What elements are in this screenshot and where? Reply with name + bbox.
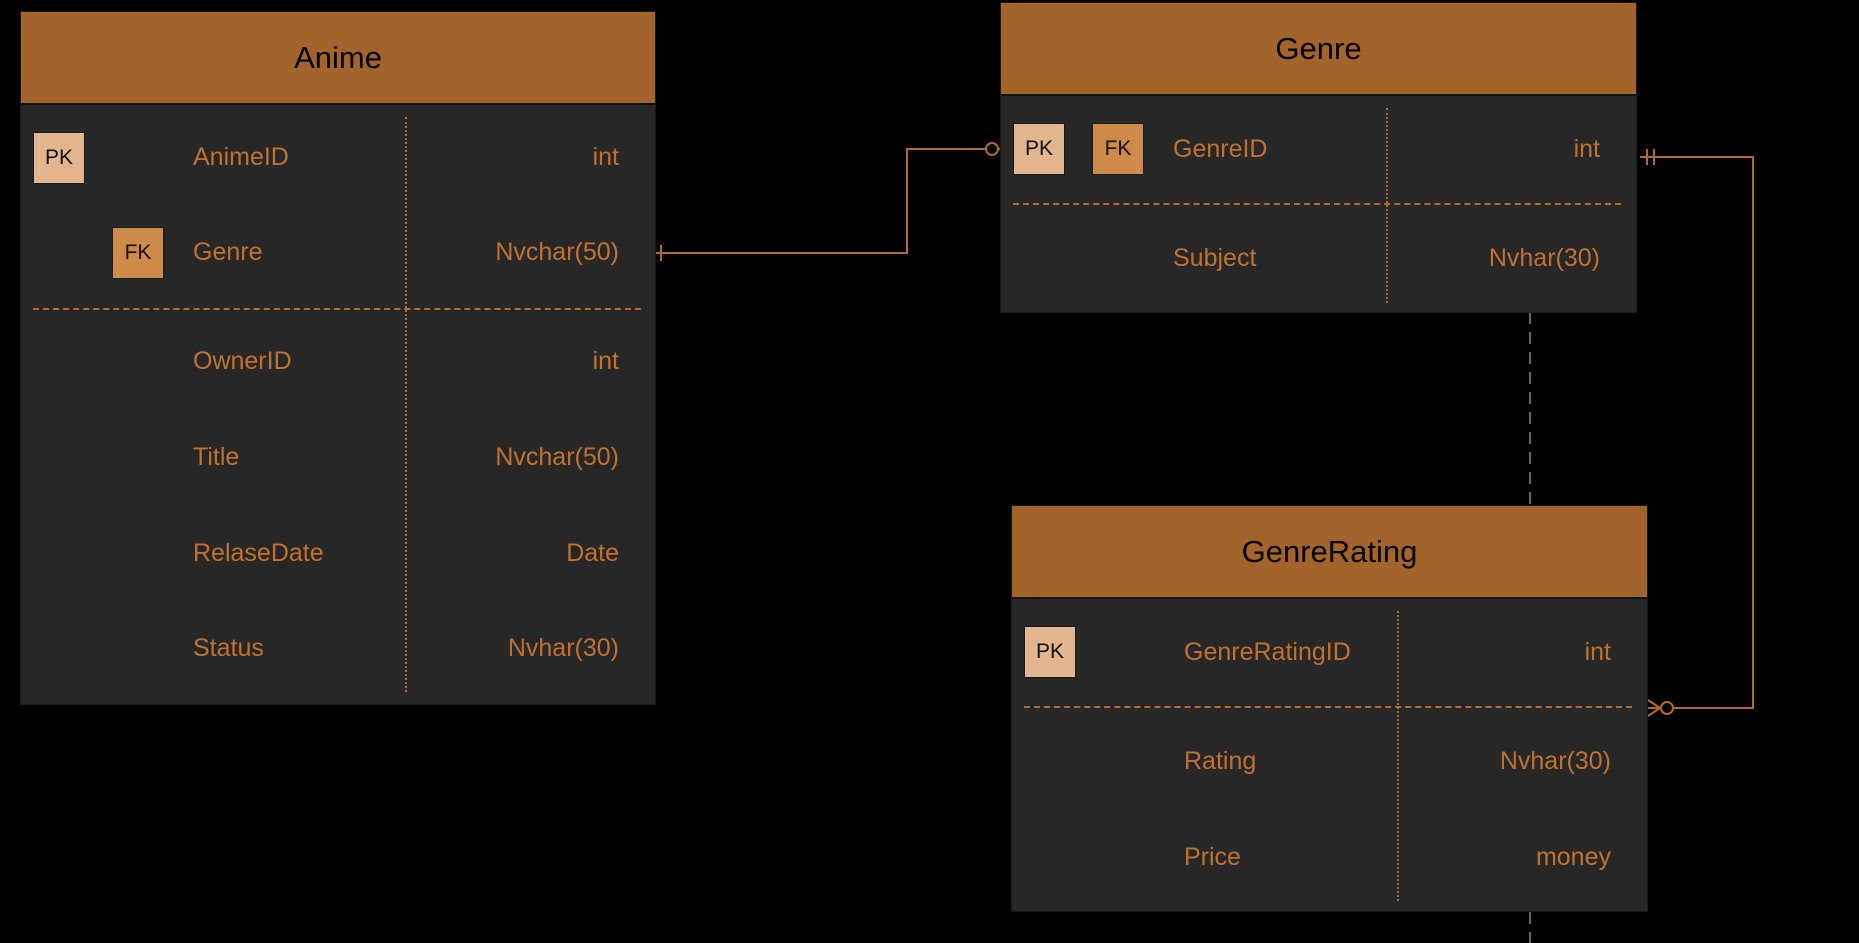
field-name: GenreID (1173, 135, 1268, 163)
relationship-anime-genre (642, 148, 1003, 254)
zero-circle (985, 142, 999, 156)
field-type: int (1584, 638, 1611, 666)
field-type: Nvhar(30) (1499, 747, 1611, 775)
column-divider (1397, 611, 1399, 901)
field-type: int (592, 143, 619, 171)
entity-title: Genre (1001, 3, 1636, 96)
entity-title: Anime (21, 12, 655, 105)
field-name: Price (1184, 843, 1241, 871)
entity-genrerating[interactable]: GenreRating PK GenreRatingID int Rating … (1011, 505, 1648, 912)
field-name: GenreRatingID (1184, 638, 1351, 666)
entity-genre[interactable]: Genre PK FK GenreID int Subject Nvhar(30… (1000, 2, 1637, 313)
entity-anime[interactable]: Anime PK AnimeID int FK Genre Nvchar(50)… (20, 11, 656, 705)
crowfoot-bottom-2 (1647, 707, 1661, 717)
pk-badge: PK (1024, 626, 1076, 678)
field-name: Rating (1184, 747, 1257, 775)
relationship-genre-genrerating (1640, 156, 1754, 709)
field-name: RelaseDate (193, 539, 324, 567)
key-separator (33, 308, 641, 310)
crowfoot-top-2 (1647, 699, 1661, 709)
field-type: Nvchar(50) (495, 238, 619, 266)
field-type: Nvhar(30) (1488, 244, 1600, 272)
column-divider (405, 117, 407, 692)
field-type: Date (566, 539, 619, 567)
field-name: Genre (193, 238, 263, 266)
field-name: Status (193, 634, 264, 662)
column-divider (1386, 108, 1388, 303)
entity-title: GenreRating (1012, 506, 1647, 599)
field-name: OwnerID (193, 347, 292, 375)
pk-badge: PK (1013, 123, 1065, 175)
key-separator (1013, 203, 1621, 205)
field-type: int (1573, 135, 1600, 163)
field-name: Title (193, 443, 240, 471)
zero-circle-2 (1660, 701, 1674, 715)
pk-badge: PK (33, 132, 85, 184)
key-separator (1024, 706, 1632, 708)
field-type: int (592, 347, 619, 375)
field-type: money (1535, 843, 1611, 871)
field-type: Nvchar(50) (495, 443, 619, 471)
fk-badge: FK (1092, 123, 1144, 175)
field-name: AnimeID (193, 143, 289, 171)
field-type: Nvhar(30) (507, 634, 619, 662)
field-name: Subject (1173, 244, 1257, 272)
fk-badge: FK (112, 227, 164, 279)
